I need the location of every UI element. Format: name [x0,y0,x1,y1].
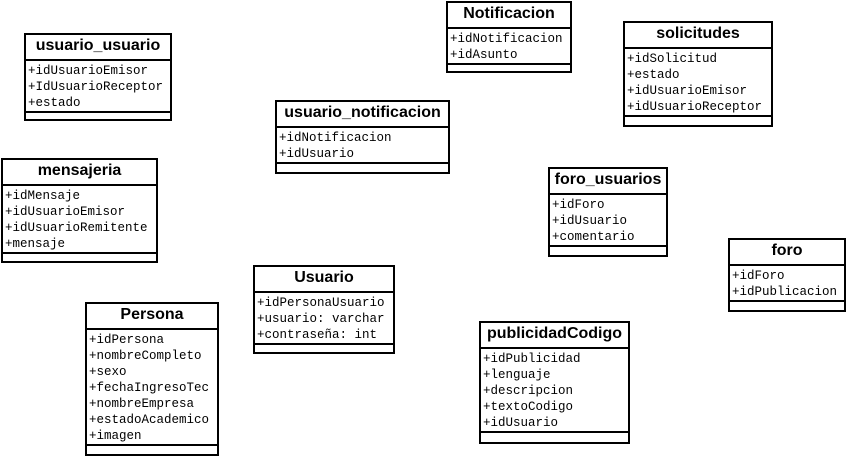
attribute: +idUsuario [552,214,628,228]
class-name: usuario_usuario [26,35,170,61]
attribute: +idUsuario [279,147,355,161]
attribute: +idUsuarioEmisor [627,84,748,98]
attribute: +idUsuarioEmisor [5,205,126,219]
operations-compartment [277,164,448,169]
class-name: usuario_notificacion [277,102,448,128]
operations-compartment [3,254,156,259]
attribute: +idForo [552,198,605,212]
attribute-list: +idUsuarioEmisor +IdUsuarioReceptor +est… [26,61,170,113]
attribute-list: +idSolicitud +estado +idUsuarioEmisor +i… [625,49,771,117]
attribute: +textoCodigo [483,400,574,414]
attribute: +idAsunto [450,48,518,62]
attribute: +idPublicidad [483,352,581,366]
attribute: +estado [28,96,81,110]
attribute: +idUsuarioRemitente [5,221,148,235]
class-name: publicidadCodigo [481,323,628,349]
attribute: +fechaIngresoTec [89,381,210,395]
attribute: +mensaje [5,237,66,251]
class-box-publicidadCodigo[interactable]: publicidadCodigo +idPublicidad +lenguaje… [479,321,630,444]
attribute: +idPersona [89,333,165,347]
attribute-list: +idForo +idPublicacion [730,266,844,302]
attribute: +usuario: varchar [257,312,385,326]
attribute: +imagen [89,429,142,443]
class-name: Persona [87,304,217,330]
attribute: +idPublicacion [732,285,838,299]
operations-compartment [448,65,570,70]
attribute-list: +idPublicidad +lenguaje +descripcion +te… [481,349,628,433]
attribute: +lenguaje [483,368,551,382]
class-box-usuario_usuario[interactable]: usuario_usuario +idUsuarioEmisor +IdUsua… [24,33,172,121]
attribute: +nombreEmpresa [89,397,195,411]
class-name: solicitudes [625,23,771,49]
attribute: +idUsuarioEmisor [28,64,149,78]
class-name: Notificacion [448,3,570,29]
class-name: foro [730,240,844,266]
operations-compartment [625,117,771,122]
attribute: +comentario [552,230,635,244]
class-box-foro[interactable]: foro +idForo +idPublicacion [728,238,846,312]
attribute-list: +idMensaje +idUsuarioEmisor +idUsuarioRe… [3,186,156,254]
attribute: +idUsuarioReceptor [627,100,763,114]
attribute: +contraseña: int [257,328,378,342]
attribute: +estadoAcademico [89,413,210,427]
attribute: +sexo [89,365,127,379]
attribute: +idNotificacion [279,131,392,145]
attribute: +idPersonaUsuario [257,296,385,310]
operations-compartment [730,302,844,307]
attribute: +idForo [732,269,785,283]
attribute: +estado [627,68,680,82]
operations-compartment [550,247,666,252]
attribute: +descripcion [483,384,574,398]
class-box-persona[interactable]: Persona +idPersona +nombreCompleto +sexo… [85,302,219,456]
attribute: +idNotificacion [450,32,563,46]
attribute-list: +idNotificacion +idAsunto [448,29,570,65]
class-box-mensajeria[interactable]: mensajeria +idMensaje +idUsuarioEmisor +… [1,158,158,263]
attribute: +nombreCompleto [89,349,202,363]
attribute-list: +idPersonaUsuario +usuario: varchar +con… [255,293,393,345]
class-name: mensajeria [3,160,156,186]
attribute-list: +idPersona +nombreCompleto +sexo +fechaI… [87,330,217,446]
attribute-list: +idForo +idUsuario +comentario [550,195,666,247]
attribute: +idMensaje [5,189,81,203]
operations-compartment [87,446,217,451]
class-name: foro_usuarios [550,169,666,195]
operations-compartment [481,433,628,438]
attribute: +idUsuario [483,416,559,430]
attribute-list: +idNotificacion +idUsuario [277,128,448,164]
class-name: Usuario [255,267,393,293]
class-box-usuario[interactable]: Usuario +idPersonaUsuario +usuario: varc… [253,265,395,354]
class-box-usuario_notificacion[interactable]: usuario_notificacion +idNotificacion +id… [275,100,450,174]
attribute: +IdUsuarioReceptor [28,80,164,94]
class-box-solicitudes[interactable]: solicitudes +idSolicitud +estado +idUsua… [623,21,773,127]
class-box-foro_usuarios[interactable]: foro_usuarios +idForo +idUsuario +coment… [548,167,668,257]
operations-compartment [255,345,393,350]
class-box-notificacion[interactable]: Notificacion +idNotificacion +idAsunto [446,1,572,73]
attribute: +idSolicitud [627,52,718,66]
operations-compartment [26,113,170,118]
